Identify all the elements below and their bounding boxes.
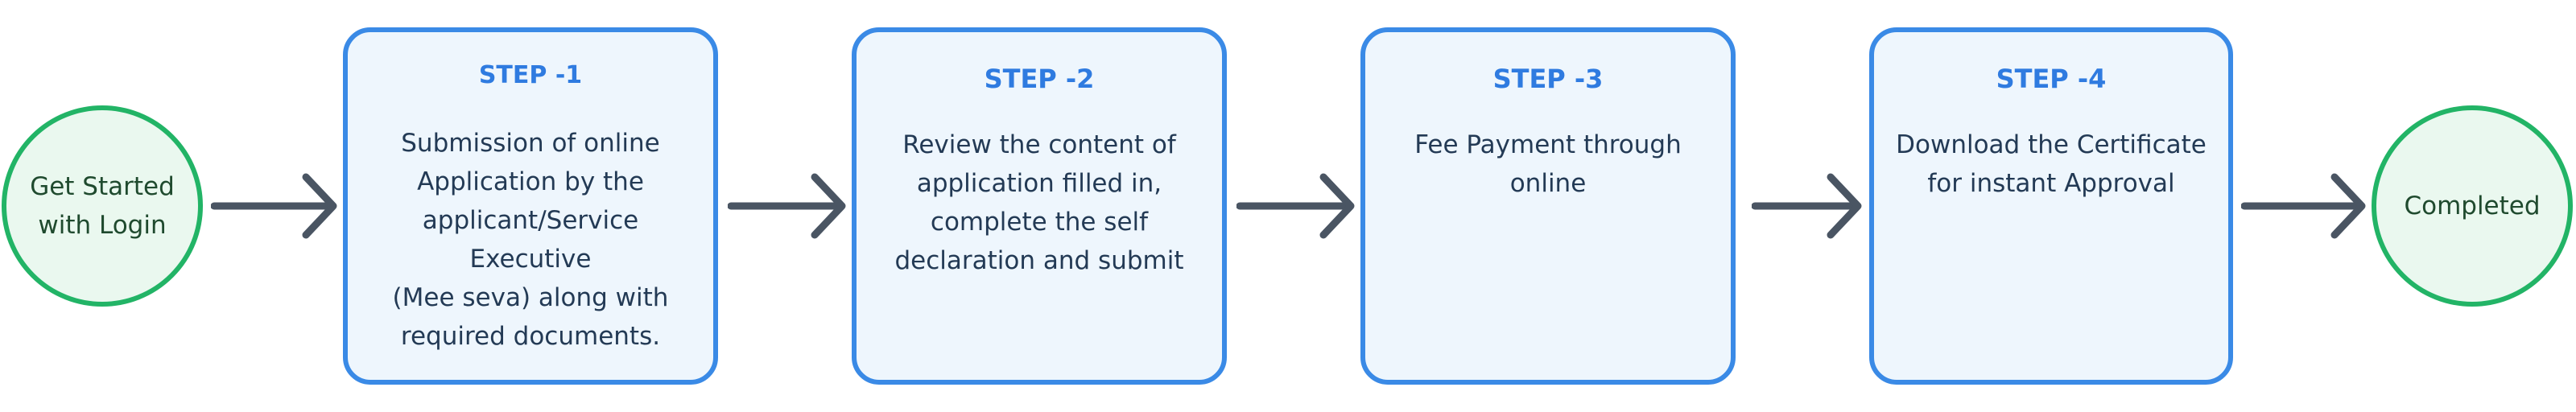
flow-arrow	[211, 171, 338, 241]
step-1-box: STEP -1 Submission of online Application…	[343, 27, 718, 385]
step-3-title: STEP -3	[1492, 64, 1604, 94]
step-3-description: Fee Payment through online	[1365, 126, 1731, 203]
end-node-label: Completed	[2404, 192, 2541, 220]
step-1-line: Executive	[469, 245, 592, 274]
step-4-box: STEP -4 Download the Certificate for ins…	[1869, 27, 2233, 385]
end-node: Completed	[2372, 105, 2573, 307]
step-1-title: STEP -1	[478, 61, 583, 89]
arrow-graphic	[1752, 173, 1862, 239]
start-node-text: Get Started with Login	[30, 167, 175, 245]
start-node-line: with Login	[38, 211, 167, 240]
step-2-line: Review the content of	[902, 130, 1176, 159]
arrow-head	[2330, 173, 2366, 239]
start-node-line: Get Started	[30, 172, 175, 201]
arrow-head	[1319, 173, 1355, 239]
step-2-description: Review the content of application filled…	[857, 126, 1222, 280]
step-1-description: Submission of online Application by the …	[348, 124, 713, 356]
arrow-graphic	[2241, 173, 2366, 239]
step-1-line: (Mee seva) along with	[392, 283, 669, 312]
arrow-head	[302, 173, 337, 239]
step-4-line: for instant Approval	[1927, 169, 2175, 198]
start-node: Get Started with Login	[2, 105, 203, 307]
step-2-line: complete the self	[930, 208, 1149, 237]
flow-arrow	[1752, 171, 1863, 241]
arrow-graphic	[1236, 173, 1355, 239]
arrow-graphic	[728, 173, 846, 239]
step-3-box: STEP -3 Fee Payment through online	[1360, 27, 1736, 385]
step-1-line: required documents.	[400, 322, 661, 351]
step-1-line: Submission of online	[401, 129, 660, 158]
step-3-line: online	[1509, 169, 1587, 198]
flow-arrow	[728, 171, 847, 241]
step-3-line: Fee Payment through	[1414, 130, 1682, 159]
step-1-line: Application by the	[417, 167, 644, 196]
step-1-line: applicant/Service	[422, 206, 639, 235]
step-2-line: declaration and submit	[894, 246, 1184, 275]
step-2-title: STEP -2	[984, 64, 1095, 94]
flow-arrow	[1236, 171, 1356, 241]
step-2-line: application filled in,	[916, 169, 1162, 198]
arrow-head	[811, 173, 846, 239]
step-2-box: STEP -2 Review the content of applicatio…	[852, 27, 1227, 385]
step-4-line: Download the Certificate	[1896, 130, 2207, 159]
flow-arrow	[2241, 171, 2367, 241]
step-4-title: STEP -4	[1996, 64, 2107, 94]
arrow-head	[1827, 173, 1862, 239]
arrow-graphic	[211, 173, 337, 239]
step-4-description: Download the Certificate for instant App…	[1874, 126, 2228, 203]
